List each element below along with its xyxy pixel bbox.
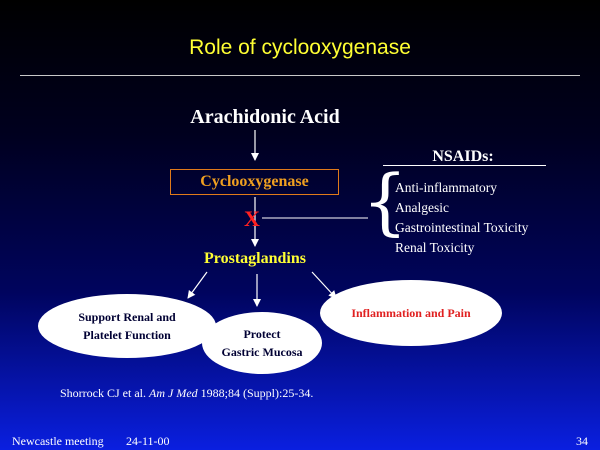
nsaid-effect-item: Gastrointestinal Toxicity xyxy=(395,220,529,235)
cyclooxygenase-box: Cyclooxygenase xyxy=(170,169,339,195)
outcome-renal-platelet: Support Renal and Platelet Function xyxy=(38,294,216,358)
citation-authors: Shorrock CJ et al. xyxy=(60,386,149,400)
outcome-line: Gastric Mucosa xyxy=(221,345,303,359)
arrow-to-inflammation xyxy=(311,271,337,299)
left-brace-icon: { xyxy=(362,159,408,243)
nsaid-effect-item: Anti-inflammatory xyxy=(395,180,497,195)
outcome-gastric-mucosa: Protect Gastric Mucosa xyxy=(202,312,322,374)
nsaid-effect-item: Renal Toxicity xyxy=(395,240,475,255)
nsaid-effect-item: Analgesic xyxy=(395,200,449,215)
slide-title: Role of cyclooxygenase xyxy=(189,36,411,59)
prostaglandins-label: Prostaglandins xyxy=(204,250,306,267)
outcome-line: Inflammation and Pain xyxy=(351,306,471,320)
nsaids-heading: NSAIDs: xyxy=(432,148,494,165)
arrow-to-renal xyxy=(187,271,208,299)
footer-date: 24-11-00 xyxy=(126,434,170,448)
footer-meeting: Newcastle meeting xyxy=(12,434,104,448)
nsaid-effects-list: Anti-inflammatory Analgesic Gastrointest… xyxy=(395,178,528,258)
outcome-line: Protect xyxy=(243,327,281,341)
footer-page-number: 34 xyxy=(576,434,588,448)
citation: Shorrock CJ et al. Am J Med 1988;84 (Sup… xyxy=(60,386,313,401)
title-divider xyxy=(20,75,580,76)
citation-journal: Am J Med xyxy=(149,386,198,400)
outcome-line: Support Renal and xyxy=(78,310,176,324)
nsaids-underline xyxy=(383,165,546,166)
arachidonic-acid-label: Arachidonic Acid xyxy=(190,106,340,128)
inhibition-x-mark: X xyxy=(244,206,260,231)
outcome-line: Platelet Function xyxy=(83,328,171,342)
citation-details: 1988;84 (Suppl):25-34. xyxy=(197,386,314,400)
outcome-inflammation-pain: Inflammation and Pain xyxy=(320,280,502,346)
